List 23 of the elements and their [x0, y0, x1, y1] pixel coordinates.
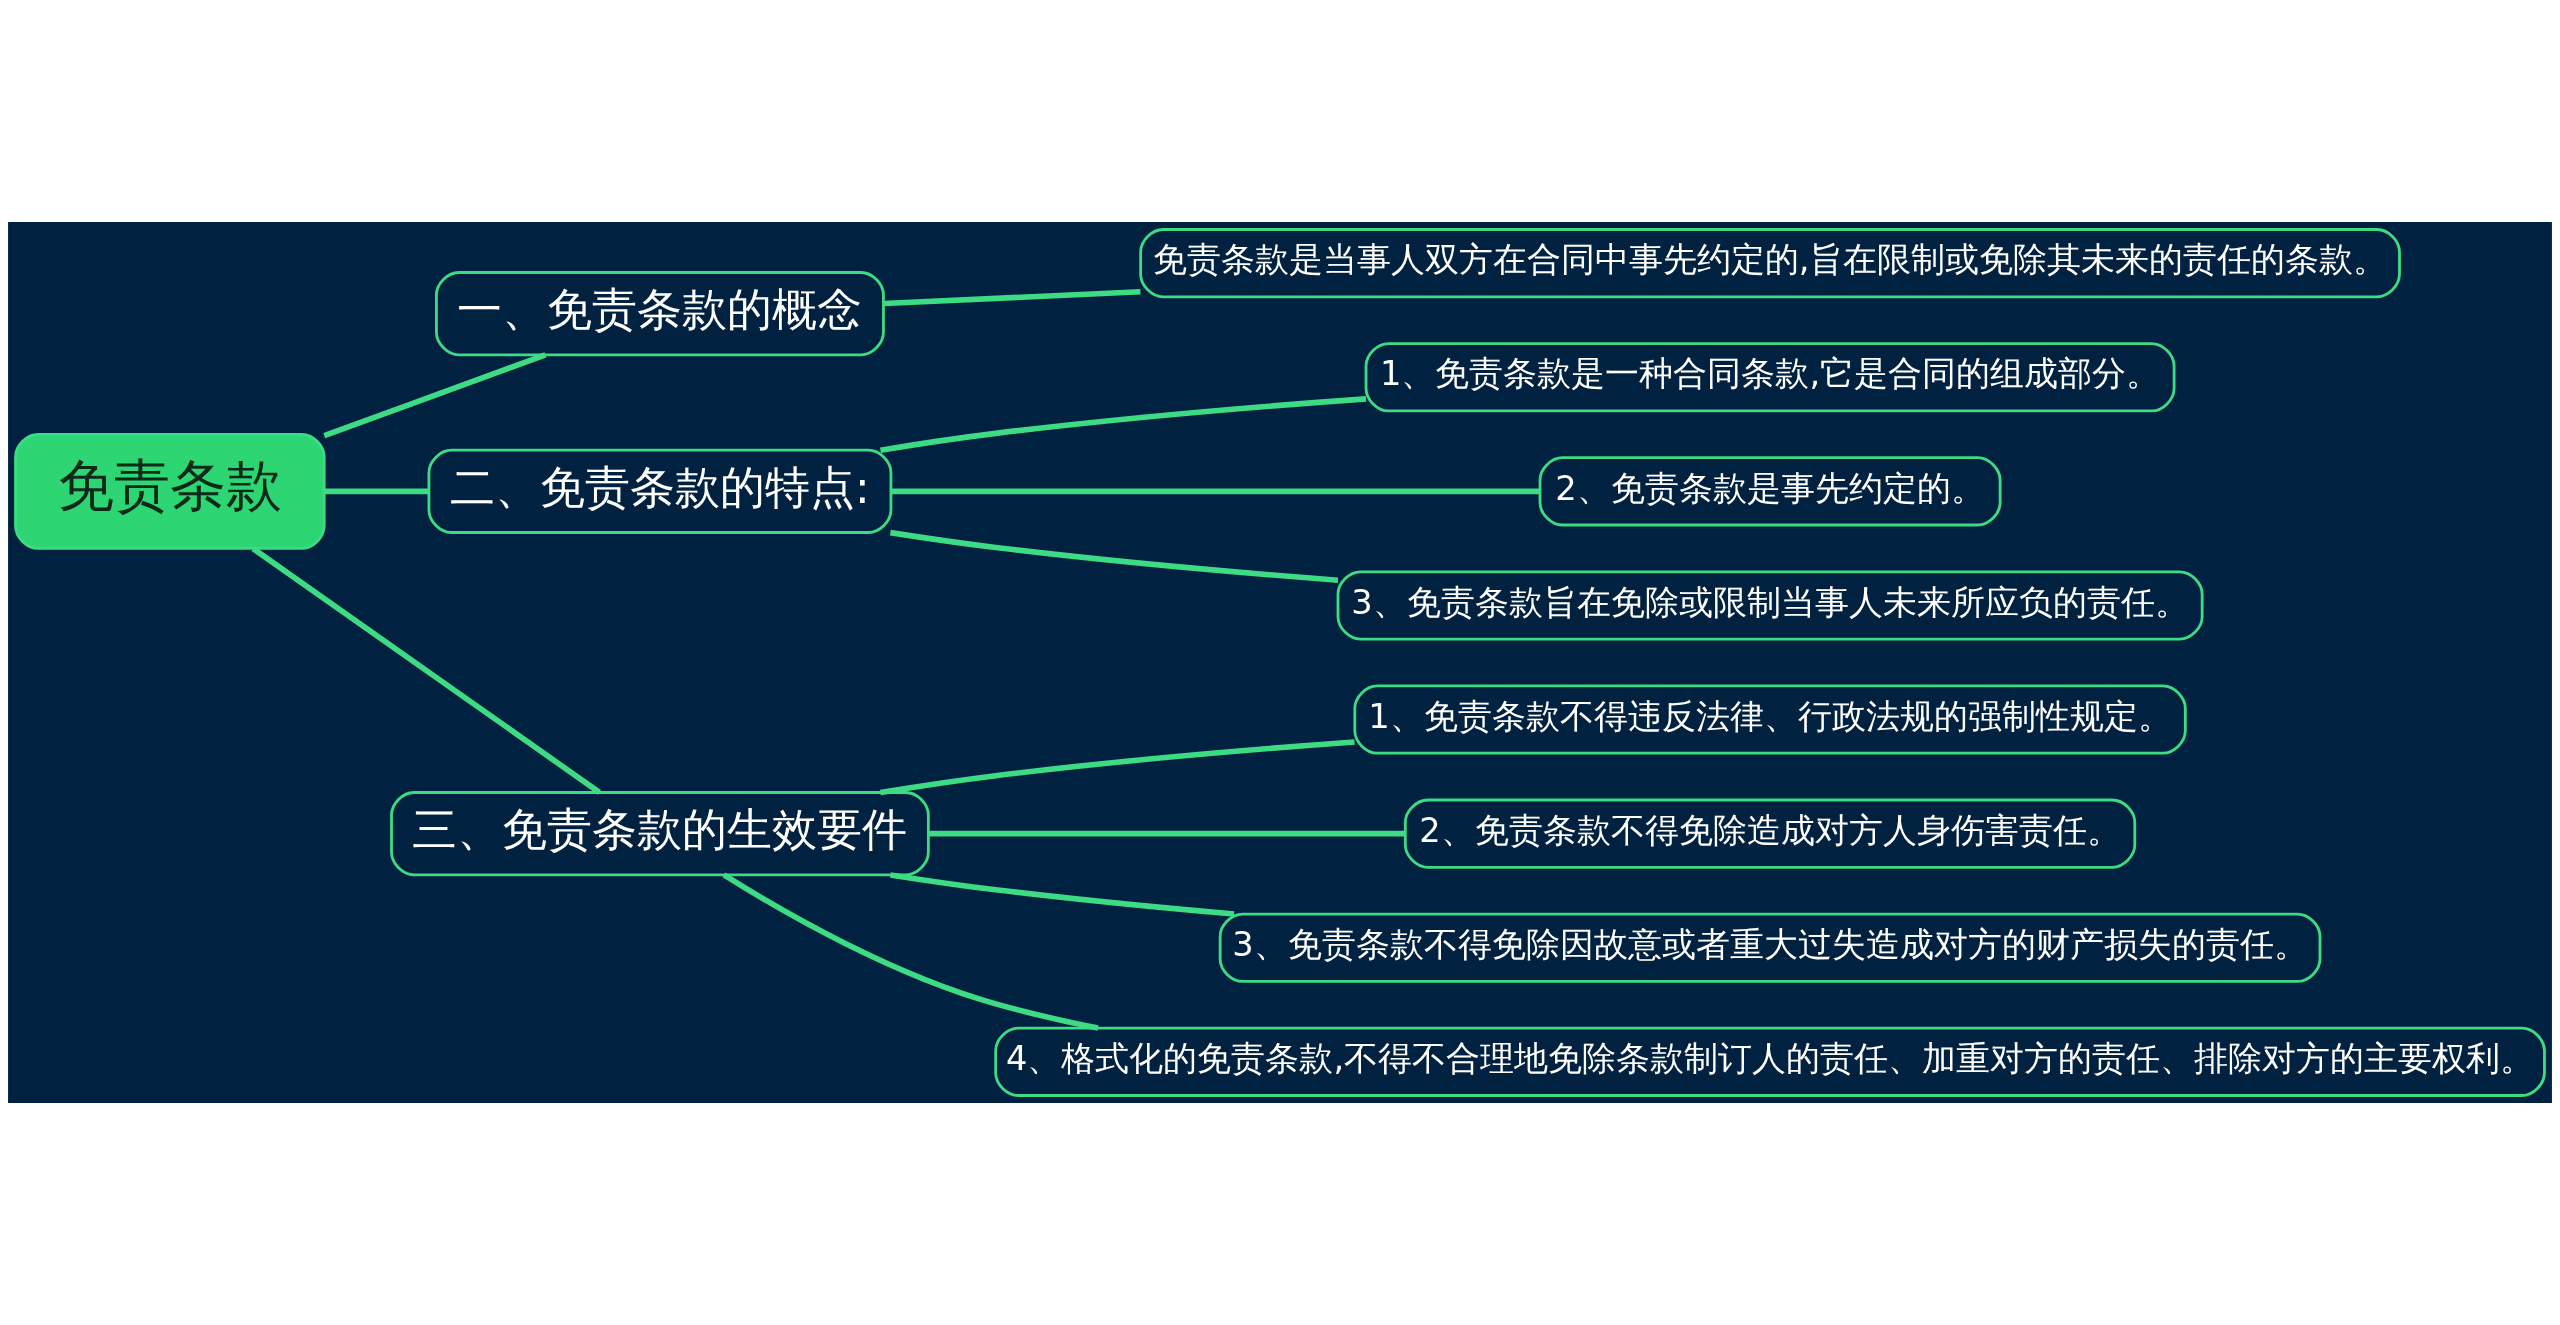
node-box: 二、免责条款的特点:: [427, 448, 893, 534]
node-box: 2、免责条款是事先约定的。: [1538, 456, 2002, 527]
node-box: 4、格式化的免责条款,不得不合理地免除条款制订人的责任、加重对方的责任、排除对方的主要权利。: [994, 1026, 2546, 1097]
node-box: 3、免责条款旨在免除或限制当事人未来所应负的责任。: [1336, 570, 2204, 641]
node-box: 一、免责条款的概念: [435, 271, 885, 357]
connector: [883, 289, 1141, 307]
node-box: 三、免责条款的生效要件: [390, 791, 930, 877]
connector: [722, 872, 1099, 1031]
connector: [889, 529, 1339, 583]
connector: [324, 488, 429, 495]
connector: [891, 488, 1540, 495]
connector: [323, 352, 547, 439]
node-box: 1、免责条款是一种合同条款,它是合同的组成部分。: [1364, 342, 2176, 413]
node-box: 1、免责条款不得违反法律、行政法规的强制性规定。: [1353, 684, 2187, 755]
connector: [251, 546, 601, 795]
connector: [889, 872, 1235, 917]
connector: [880, 396, 1367, 453]
connector: [928, 830, 1406, 837]
node-box: 3、免责条款不得免除因故意或者重大过失造成对方的财产损失的责任。: [1218, 912, 2322, 983]
connector: [880, 739, 1355, 796]
node-box: 免责条款: [14, 432, 326, 550]
node-box: 2、免责条款不得免除造成对方人身伤害责任。: [1403, 798, 2137, 869]
node-box: 免责条款是当事人双方在合同中事先约定的,旨在限制或免除其未来的责任的条款。: [1139, 228, 2401, 299]
